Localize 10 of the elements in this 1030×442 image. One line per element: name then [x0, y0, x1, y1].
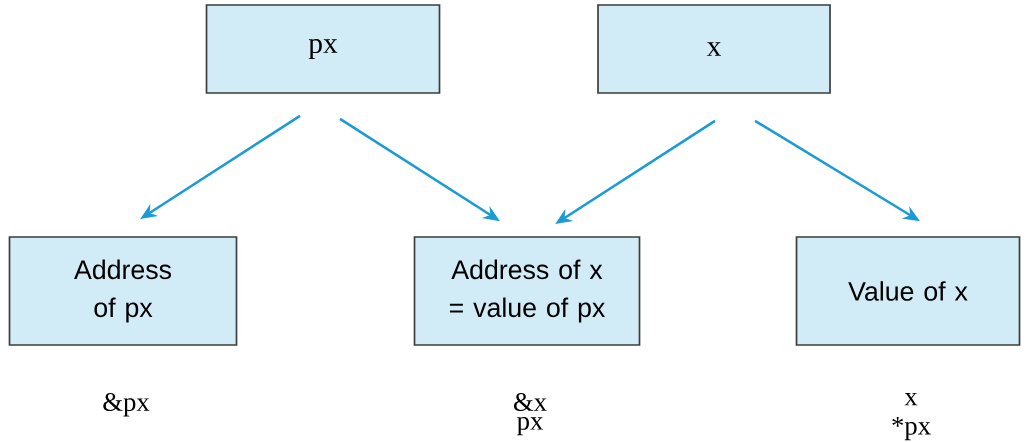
expression: &px: [103, 393, 150, 417]
box: Address of px: [8, 236, 238, 346]
box: Address of x = value of px: [413, 236, 641, 346]
expression: px: [517, 416, 544, 436]
box: Value of x: [795, 236, 1021, 346]
expression: x: [904, 392, 918, 406]
box: x: [597, 4, 831, 94]
expression: &x: [513, 393, 547, 411]
box: px: [205, 4, 441, 94]
expression: *px: [892, 417, 931, 441]
